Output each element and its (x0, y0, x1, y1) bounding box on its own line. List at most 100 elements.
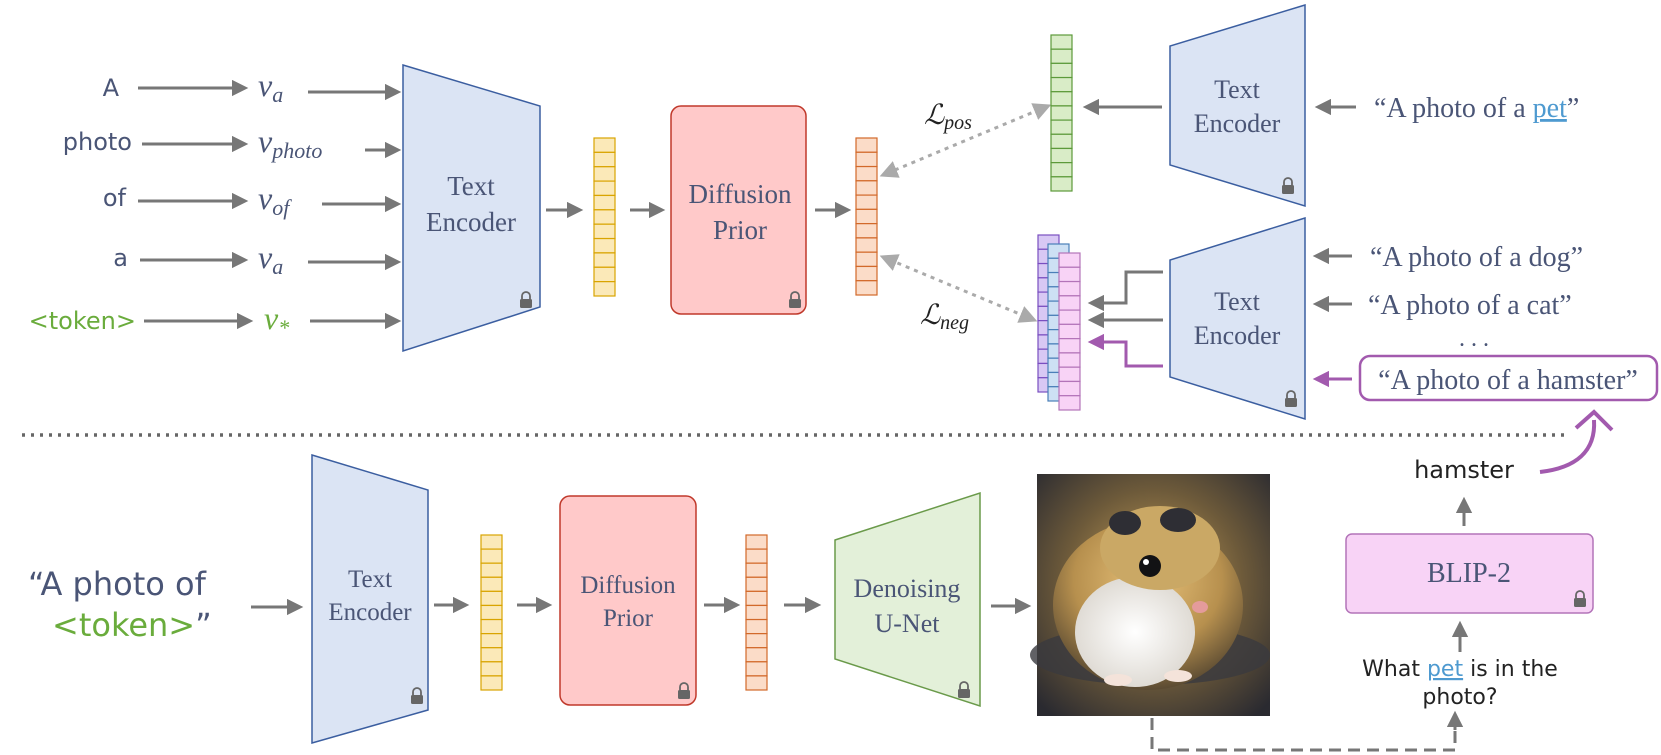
vector-cell (745, 604, 768, 621)
vector-cell (480, 675, 503, 691)
vector-cell (855, 165, 878, 182)
token-row-a2: a va (113, 239, 402, 279)
vqa-answer: hamster (1414, 456, 1514, 484)
vector-cell (593, 223, 616, 240)
encoder-label-line1: Text (1214, 287, 1261, 316)
vector-cell (855, 280, 878, 296)
denoising-unet: Denoising U-Net (834, 491, 981, 708)
vector-cell (855, 223, 878, 239)
negative-prompt-cat: “A photo of a cat” (1368, 290, 1572, 321)
vector-cell (1058, 338, 1081, 354)
vector-cell (1058, 366, 1081, 383)
embedding-vector-yellow-bottom (480, 534, 503, 691)
diffusion-prior-bottom: Diffusion Prior (559, 495, 697, 706)
vector-cell (593, 209, 616, 225)
embedding-label: vof (258, 180, 292, 220)
embedding-vector-yellow (593, 137, 616, 297)
negative-text-embedding-stack (1037, 234, 1081, 411)
prior-label-line1: Diffusion (580, 572, 676, 599)
encoder-label-line2: Encoder (1194, 321, 1281, 350)
unet-label-line2: U-Net (875, 609, 941, 638)
vector-cell (1050, 48, 1073, 64)
positive-prompt: “A photo of a pet” (1374, 93, 1579, 124)
vector-cell (745, 675, 768, 691)
vector-cell (480, 562, 503, 578)
vector-cell (745, 661, 768, 677)
vector-cell (593, 194, 616, 211)
vector-cell (1050, 176, 1073, 192)
vector-cell (480, 576, 503, 592)
hamster-embedding-arrow (1087, 333, 1163, 368)
diffusion-prior-main: Diffusion Prior (670, 105, 807, 315)
lock-icon (411, 687, 423, 704)
negative-prompt-dog: “A photo of a dog” (1370, 242, 1583, 273)
vector-cell (593, 151, 616, 168)
vector-cell (1050, 147, 1073, 164)
vector-cell (593, 266, 616, 283)
vector-cell (480, 633, 503, 649)
lock-icon (1282, 177, 1294, 194)
embedding-label: va (258, 67, 283, 107)
bottom-prompt-line2: <token>” (52, 606, 212, 644)
positive-text-embedding-vector (1050, 34, 1073, 192)
vector-cell (745, 633, 768, 649)
token-row-photo: photo vphoto (63, 123, 402, 163)
highlighted-prompt-box (1358, 354, 1659, 402)
placeholder-token: <token> (29, 307, 136, 335)
vector-cell (855, 180, 878, 196)
lock-icon (958, 681, 970, 698)
encoder-label-line1: Text (447, 171, 495, 201)
vector-cell (745, 618, 768, 635)
encoder-label-line2: Encoder (426, 207, 516, 237)
encoder-label-line2: Encoder (1194, 109, 1281, 138)
lock-icon (1574, 590, 1586, 607)
vector-cell (745, 590, 768, 607)
prior-label-line2: Prior (713, 215, 767, 245)
vector-cell (1058, 309, 1081, 325)
vector-cell (480, 618, 503, 635)
lock-icon (789, 291, 801, 308)
vqa-question-line1: What pet is in the (1362, 657, 1558, 682)
vector-cell (1058, 295, 1081, 311)
vector-cell (745, 534, 768, 550)
vector-cell (1058, 395, 1081, 411)
vector-cell (855, 208, 878, 225)
vector-cell (480, 534, 503, 550)
vector-cell (480, 590, 503, 607)
answer-to-prompt-arrow (1539, 419, 1597, 474)
vector-cell (1058, 352, 1081, 368)
vector-cell (593, 281, 616, 297)
image-to-question-path (1150, 718, 1457, 752)
arrow-head (1574, 409, 1614, 432)
token-word: A (103, 74, 120, 102)
vector-cell (593, 180, 616, 197)
vector-cell (745, 576, 768, 592)
vector-cell (855, 194, 878, 210)
vector-cell (855, 237, 878, 253)
vector-cell (1050, 62, 1073, 79)
vector-cell (1050, 76, 1073, 93)
embedding-label: v* (264, 300, 289, 340)
vector-cell (1050, 133, 1073, 150)
text-encoder-positive: Text Encoder (1169, 3, 1306, 208)
token-word: of (103, 184, 127, 212)
token-row-a: A va (103, 67, 402, 107)
encoder-label-line2: Encoder (328, 599, 412, 626)
vector-cell (480, 548, 503, 564)
vector-cell (480, 661, 503, 677)
blip2-model: BLIP-2 (1345, 533, 1594, 614)
vector-cell (855, 151, 878, 168)
blip2-label: BLIP-2 (1427, 558, 1511, 589)
token-word: a (113, 244, 128, 272)
token-row-of: of vof (103, 180, 402, 220)
vector-cell (855, 137, 878, 153)
vector-cell (593, 237, 616, 254)
vector-cell (1050, 162, 1073, 178)
loss-neg-label: ℒneg (920, 300, 969, 334)
ellipsis: . . . (1459, 326, 1489, 352)
lock-icon (678, 682, 690, 699)
vector-cell (1058, 266, 1081, 283)
encoder-label-line1: Text (348, 566, 392, 593)
vector-cell (1058, 380, 1081, 397)
